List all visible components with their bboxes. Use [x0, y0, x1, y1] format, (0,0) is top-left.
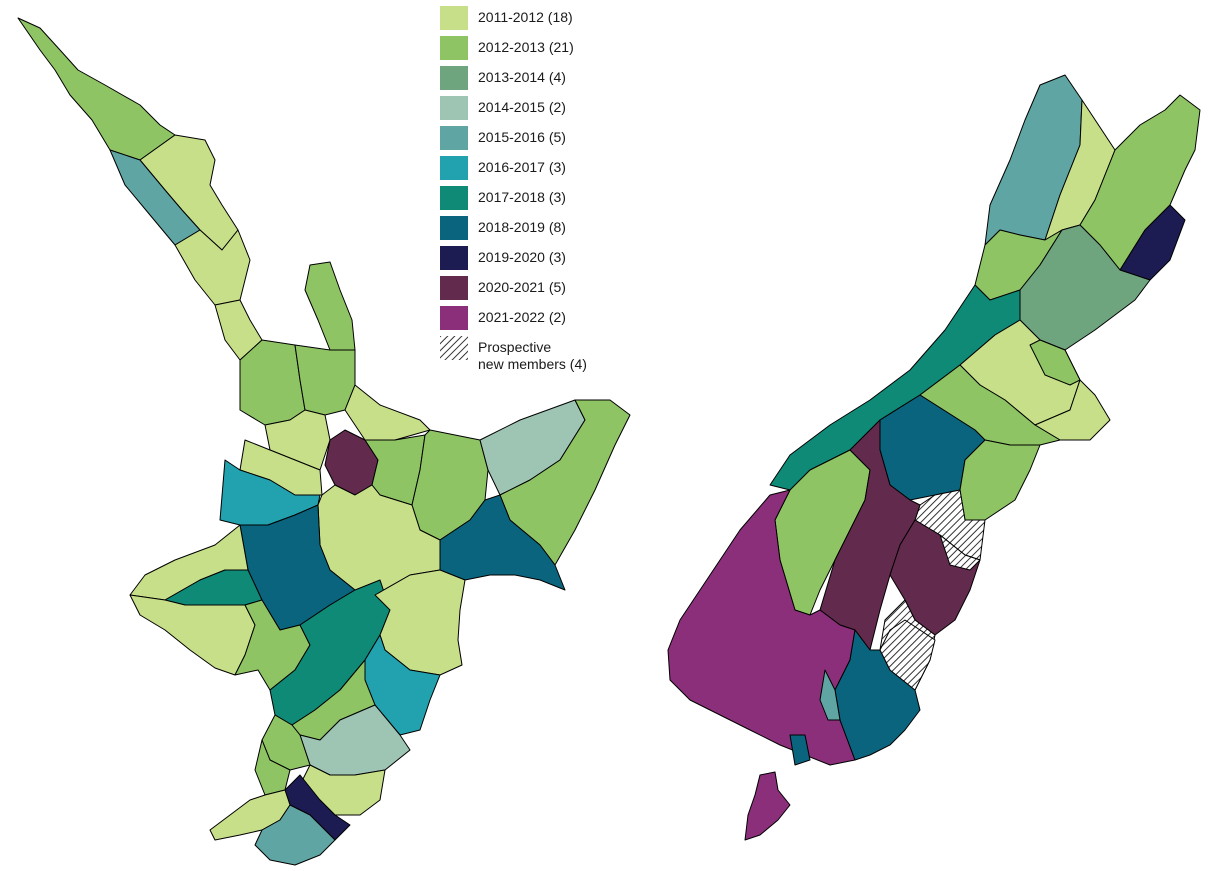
- legend-label: 2013-2014 (4): [478, 69, 566, 85]
- legend-item: 2015-2016 (5): [440, 126, 566, 154]
- legend-label: 2012-2013 (21): [478, 39, 574, 55]
- region-dunedin-hatched[interactable]: [879, 619, 936, 691]
- legend-label: 2018-2019 (8): [478, 219, 566, 235]
- legend-item: 2014-2015 (2): [440, 96, 566, 124]
- legend-item: Prospective new members (4): [440, 336, 587, 376]
- legend-label: 2017-2018 (3): [478, 189, 566, 205]
- region-south-taranaki[interactable]: [129, 594, 256, 676]
- legend-swatch: [440, 66, 468, 90]
- region-stewart-island[interactable]: [744, 771, 791, 841]
- region-ashburton[interactable]: [959, 439, 1041, 521]
- legend-item: 2012-2013 (21): [440, 36, 574, 64]
- legend-label: 2015-2016 (5): [478, 129, 566, 145]
- legend-label: 2019-2020 (3): [478, 249, 566, 265]
- region-gore[interactable]: [819, 669, 841, 721]
- legend-item: 2016-2017 (3): [440, 156, 566, 184]
- legend-item: 2013-2014 (4): [440, 66, 566, 94]
- legend-label: 2014-2015 (2): [478, 99, 566, 115]
- region-christchurch[interactable]: [1034, 379, 1111, 441]
- region-coromandel[interactable]: [304, 261, 356, 351]
- legend-swatch: [440, 276, 468, 300]
- region-invercargill[interactable]: [789, 734, 811, 766]
- legend-item: 2018-2019 (8): [440, 216, 566, 244]
- legend-swatch: [440, 6, 468, 30]
- legend-swatch: [440, 246, 468, 270]
- region-fiordland[interactable]: [667, 489, 856, 766]
- legend-label: 2021-2022 (2): [478, 309, 566, 325]
- region-wairoa[interactable]: [439, 494, 566, 591]
- legend-item: 2019-2020 (3): [440, 246, 566, 274]
- legend-item: 2021-2022 (2): [440, 306, 566, 334]
- legend-label: 2020-2021 (5): [478, 279, 566, 295]
- region-hatched-3[interactable]: [939, 534, 981, 571]
- legend-swatch: [440, 96, 468, 120]
- legend-swatch: [440, 36, 468, 60]
- region-rodney[interactable]: [174, 229, 251, 306]
- region-far-north[interactable]: [17, 17, 176, 161]
- region-banks[interactable]: [1029, 339, 1081, 386]
- legend-item: 2017-2018 (3): [440, 186, 566, 214]
- legend-label: Prospective new members (4): [478, 339, 587, 372]
- legend-item: 2020-2021 (5): [440, 276, 566, 304]
- legend-swatch: [440, 126, 468, 150]
- legend-swatch: [440, 216, 468, 240]
- legend-label: 2016-2017 (3): [478, 159, 566, 175]
- legend-label: 2011-2012 (18): [478, 9, 573, 25]
- south-island: [667, 74, 1201, 841]
- region-waikato-north[interactable]: [239, 339, 306, 426]
- region-thames[interactable]: [344, 384, 431, 441]
- legend-swatch: [440, 306, 468, 330]
- region-wellington[interactable]: [209, 789, 291, 841]
- north-island: [17, 17, 631, 866]
- legend-swatch: [440, 156, 468, 180]
- region-south-wairarapa[interactable]: [254, 804, 336, 866]
- region-mackenzie[interactable]: [819, 419, 921, 651]
- legend-hatched-swatch: [440, 336, 468, 360]
- legend-swatch: [440, 186, 468, 210]
- region-hauraki[interactable]: [294, 344, 356, 416]
- legend-item: 2011-2012 (18): [440, 6, 573, 34]
